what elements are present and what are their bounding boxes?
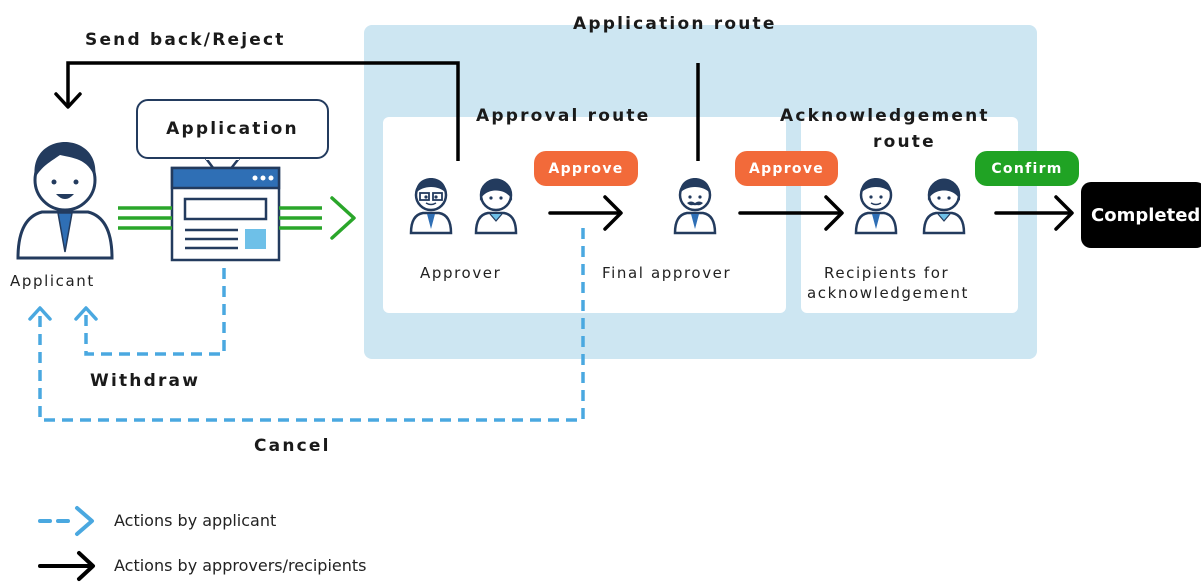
cancel-label: Cancel <box>254 436 331 456</box>
approve-badge-2: Approve <box>735 151 838 186</box>
application-route-label: Application route <box>573 14 777 34</box>
confirm-arrow <box>994 195 1074 231</box>
legend-applicant-actions: Actions by applicant <box>114 511 277 530</box>
acknowledgement-route-label-1: Acknowledgement <box>780 106 990 126</box>
recipients-label-1: Recipients for <box>824 264 950 282</box>
application-label: Application <box>166 119 299 139</box>
approve-arrow-1 <box>548 195 623 231</box>
approval-route-region <box>383 117 786 313</box>
approve-arrow-2 <box>738 195 844 231</box>
recipient-figure-1 <box>854 176 898 235</box>
recipients-label-2: acknowledgement <box>807 284 969 302</box>
withdraw-line <box>84 268 226 356</box>
legend-approver-actions: Actions by approvers/recipients <box>114 556 367 575</box>
applicant-figure <box>16 142 114 260</box>
final-approver-label: Final approver <box>602 264 732 282</box>
send-back-reject-label: Send back/Reject <box>85 30 286 50</box>
legend-solid-arrow <box>38 551 95 581</box>
confirm-badge: Confirm <box>975 151 1079 186</box>
acknowledgement-route-region <box>801 117 1018 313</box>
cancel-arrowhead <box>28 306 52 321</box>
send-back-line <box>66 61 460 161</box>
approval-route-label: Approval route <box>476 106 651 126</box>
final-approver-figure <box>673 176 717 235</box>
submit-arrows <box>118 196 356 240</box>
withdraw-arrowhead <box>74 306 98 321</box>
application-document <box>170 166 281 262</box>
completed-box: Completed <box>1081 182 1201 248</box>
approver-figure-1 <box>409 176 453 235</box>
send-back-arrowhead <box>54 92 82 109</box>
application-bubble: Application <box>136 99 329 159</box>
acknowledgement-route-label-2: route <box>873 132 936 152</box>
applicant-label: Applicant <box>10 272 95 290</box>
withdraw-label: Withdraw <box>90 371 201 391</box>
approver-label: Approver <box>420 264 502 282</box>
approver-figure-2 <box>474 177 518 235</box>
legend-dashed-arrow <box>38 506 94 536</box>
recipient-figure-2 <box>922 177 966 235</box>
approve-badge-1: Approve <box>534 151 638 186</box>
cancel-line <box>38 228 585 422</box>
